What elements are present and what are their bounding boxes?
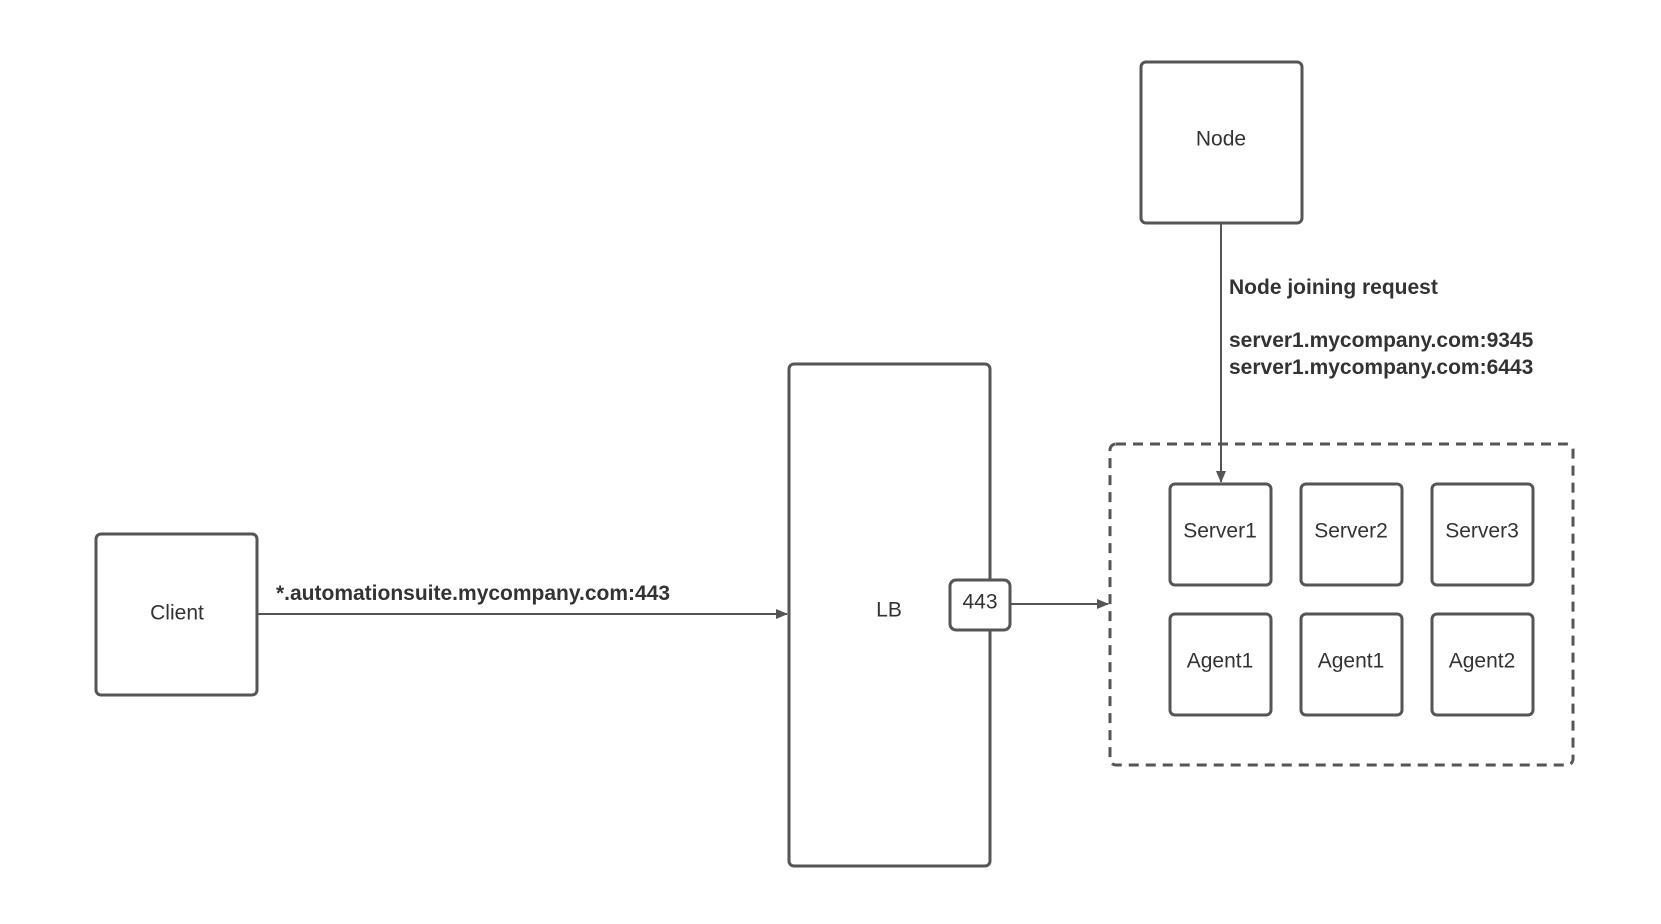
- agent2-box: [1430, 612, 1535, 717]
- agent1b-label: Agent1: [1318, 650, 1385, 673]
- agent1a-label: Agent1: [1187, 650, 1254, 673]
- node-join-endpoint-1: server1.mycompany.com:9345: [1229, 329, 1534, 352]
- lb-label: LB: [876, 599, 902, 622]
- agent2-label: Agent2: [1449, 650, 1516, 673]
- node-join-title: Node joining request: [1229, 276, 1438, 299]
- client-to-lb-label: *.automationsuite.mycompany.com:443: [276, 582, 670, 605]
- node-label: Node: [1196, 128, 1246, 151]
- cluster-group: [1108, 442, 1575, 767]
- server3-label: Server3: [1445, 520, 1519, 543]
- server1-box: [1168, 482, 1273, 587]
- node-join-endpoint-2: server1.mycompany.com:6443: [1229, 356, 1533, 379]
- server3-box: [1430, 482, 1535, 587]
- server2-box: [1299, 482, 1404, 587]
- agent1b-box: [1299, 612, 1404, 717]
- lb-port-label: 443: [962, 591, 997, 614]
- agent1a-box: [1168, 612, 1273, 717]
- server2-label: Server2: [1314, 520, 1388, 543]
- client-label: Client: [150, 602, 204, 625]
- server1-label: Server1: [1183, 520, 1257, 543]
